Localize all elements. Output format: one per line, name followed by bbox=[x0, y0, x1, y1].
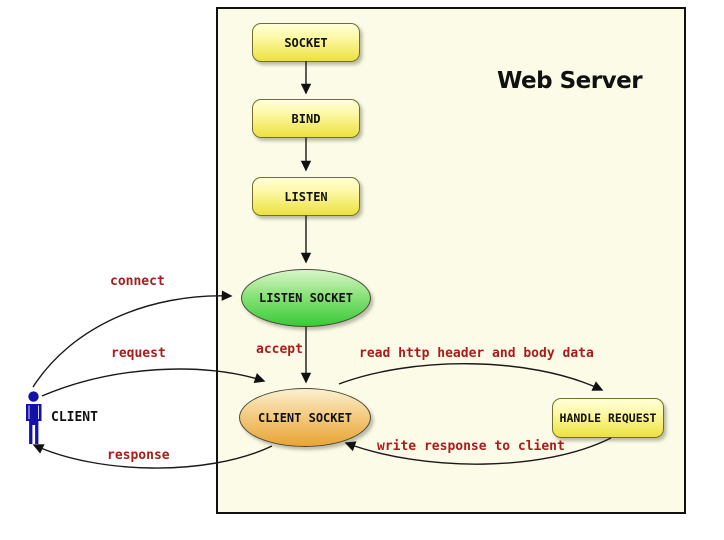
node-handle-request: HANDLE REQUEST bbox=[552, 398, 664, 438]
arrow-connect-client-to-listen-socket bbox=[32, 290, 233, 388]
diagram-title: Web Server bbox=[497, 68, 643, 94]
edge-label-read-http: read http header and body data bbox=[359, 346, 594, 361]
node-handle-request-label: HANDLE REQUEST bbox=[559, 411, 657, 425]
edge-label-write-response: write response to client bbox=[377, 439, 565, 454]
edge-label-accept: accept bbox=[256, 342, 303, 357]
node-socket-label: SOCKET bbox=[284, 35, 328, 50]
node-listen-label: LISTEN bbox=[284, 189, 328, 204]
node-socket: SOCKET bbox=[252, 23, 360, 62]
node-listen: LISTEN bbox=[252, 177, 360, 216]
node-bind-label: BIND bbox=[291, 111, 321, 126]
node-client-socket: CLIENT SOCKET bbox=[239, 388, 371, 447]
edge-label-request: request bbox=[111, 346, 166, 361]
node-listen-socket: LISTEN SOCKET bbox=[241, 269, 371, 327]
edge-label-response: response bbox=[107, 448, 170, 463]
node-client-socket-label: CLIENT SOCKET bbox=[258, 410, 352, 425]
node-bind: BIND bbox=[252, 99, 360, 138]
edge-label-connect: connect bbox=[110, 274, 165, 289]
node-listen-socket-label: LISTEN SOCKET bbox=[259, 291, 353, 305]
client-label: CLIENT bbox=[51, 410, 98, 425]
person-icon bbox=[20, 391, 48, 447]
